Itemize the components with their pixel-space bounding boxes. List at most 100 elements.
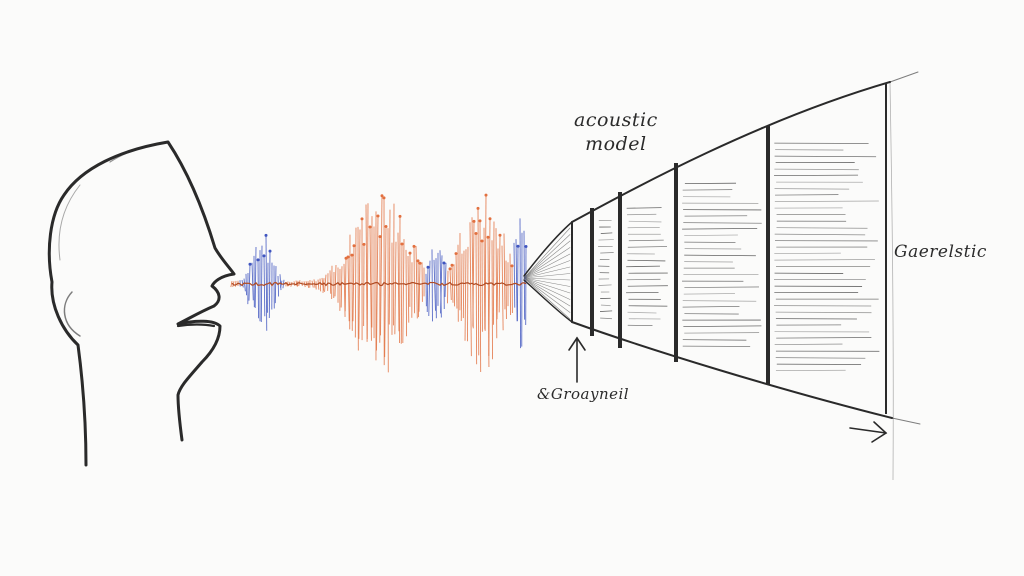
wave-stroke xyxy=(400,244,403,344)
wave-stroke xyxy=(245,273,247,296)
wave-stroke xyxy=(260,245,263,323)
wave-stroke xyxy=(344,258,347,312)
panel-text-line xyxy=(627,285,668,287)
wave-dot xyxy=(368,225,372,229)
wave-stroke xyxy=(263,255,266,317)
wave-dot xyxy=(426,265,430,269)
wave-dot xyxy=(382,196,386,200)
wave-dot xyxy=(484,193,488,197)
funnel-ray xyxy=(523,277,571,320)
head-profile xyxy=(47,140,236,467)
wave-stroke xyxy=(516,246,519,322)
wave-stroke xyxy=(519,218,522,349)
wave-dot xyxy=(412,244,416,248)
output-label: Gaerelstic xyxy=(894,242,987,262)
arrow-up-icon xyxy=(568,336,586,383)
wave-stroke xyxy=(451,265,454,303)
wave-stroke xyxy=(384,226,387,358)
wave-stroke xyxy=(248,264,251,301)
panel-text-line xyxy=(682,339,747,341)
wave-stroke xyxy=(491,240,493,360)
wave-dot xyxy=(454,252,458,256)
wave-stroke xyxy=(322,278,325,293)
wave-stroke xyxy=(251,262,254,301)
wave-stroke xyxy=(324,274,327,292)
wave-stroke xyxy=(380,195,383,336)
wave-dot xyxy=(416,259,420,263)
panel-text-line xyxy=(682,189,733,191)
guide-line xyxy=(889,81,894,481)
panel-text-line xyxy=(774,259,875,261)
panel-text-line xyxy=(775,357,866,359)
funnel-ray xyxy=(523,277,571,294)
panel-text-line xyxy=(628,239,664,242)
wave-dot xyxy=(384,225,388,229)
wave-stroke xyxy=(479,220,482,372)
wave-stroke xyxy=(317,279,320,290)
wave-stroke xyxy=(467,246,469,342)
wave-dot xyxy=(476,206,480,210)
wave-stroke xyxy=(340,266,343,308)
wave-stroke xyxy=(319,278,322,292)
wave-stroke xyxy=(428,260,431,316)
wave-stroke xyxy=(462,250,465,319)
wave-stroke xyxy=(265,235,268,331)
panel-text-line xyxy=(626,207,662,209)
wave-stroke xyxy=(513,242,516,308)
wave-stroke xyxy=(277,276,280,297)
wave-stroke xyxy=(402,239,405,344)
wave-dot xyxy=(450,263,454,267)
funnel-ray xyxy=(523,277,571,307)
wave-dot xyxy=(362,242,366,246)
wave-stroke xyxy=(394,241,397,335)
panel-text-line xyxy=(682,300,757,302)
funnel-ray xyxy=(523,277,571,300)
wave-stroke xyxy=(254,246,257,309)
wave-stroke xyxy=(415,245,418,319)
wave-stroke xyxy=(329,270,332,294)
wave-dot xyxy=(376,214,380,218)
panel-text-line xyxy=(683,222,762,224)
funnel-ray xyxy=(523,260,571,279)
panel-text-line xyxy=(774,343,843,346)
wave-dot xyxy=(486,235,490,239)
acoustic-model-funnel xyxy=(523,71,921,425)
wave-dot xyxy=(408,251,412,255)
panel-text-line xyxy=(683,325,762,327)
panel-text-line xyxy=(776,337,872,339)
wave-dot xyxy=(478,219,482,223)
panel-text-line xyxy=(775,194,839,196)
funnel-ray xyxy=(523,247,571,279)
panel-text-line xyxy=(598,239,614,241)
wave-stroke xyxy=(483,227,486,330)
wave-dot xyxy=(380,194,384,198)
panel-text-line xyxy=(599,310,613,312)
wave-dot xyxy=(378,235,382,239)
model-layer-panels xyxy=(590,84,887,414)
wave-dot xyxy=(350,253,354,257)
panel-text-line xyxy=(598,284,612,286)
wave-stroke xyxy=(444,262,447,297)
wave-stroke xyxy=(234,280,237,287)
panel-text-line xyxy=(600,304,611,307)
wave-stroke xyxy=(433,259,436,311)
funnel-ray xyxy=(523,266,571,279)
panel-text-line xyxy=(683,293,735,295)
funnel-ray xyxy=(523,277,571,313)
wave-stroke xyxy=(475,233,478,365)
wave-stroke xyxy=(334,265,337,297)
funnel-ray xyxy=(523,273,571,279)
wave-stroke xyxy=(464,249,467,341)
wave-dot xyxy=(442,261,446,265)
wave-dot xyxy=(418,261,422,265)
acoustic-label-line2: model xyxy=(585,133,647,155)
panel-text-line xyxy=(774,155,877,158)
wave-stroke xyxy=(347,257,350,322)
wave-stroke xyxy=(449,268,452,301)
wave-dot xyxy=(360,217,364,221)
wave-dot xyxy=(498,233,502,237)
acoustic-label-line1: acoustic xyxy=(574,109,658,131)
panel-text-line xyxy=(628,220,662,223)
